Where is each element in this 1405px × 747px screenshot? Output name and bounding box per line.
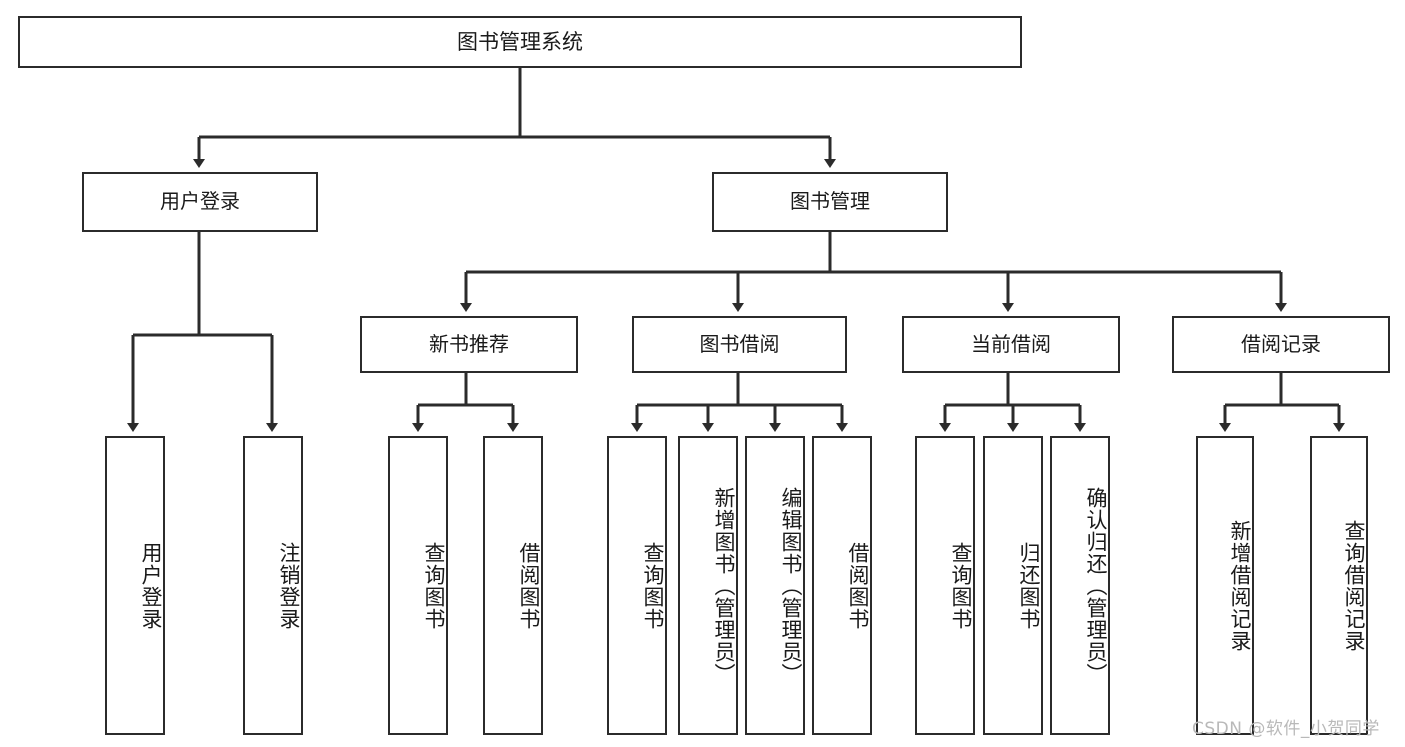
node-label: 注销登录	[277, 541, 301, 630]
leaf-node: 注销登录	[243, 436, 303, 735]
node-label: 用户登录	[160, 189, 240, 214]
node-label: 借阅记录	[1241, 331, 1321, 356]
leaf-node: 查询图书	[607, 436, 667, 735]
node-label: 编辑图书（管理员）	[779, 486, 803, 685]
leaf-node: 用户登录	[105, 436, 165, 735]
branch-node: 用户登录	[82, 172, 318, 232]
leaf-node: 查询图书	[388, 436, 448, 735]
leaf-node: 新增借阅记录	[1196, 436, 1254, 735]
csdn-watermark: CSDN @软件_小贺同学	[1192, 719, 1380, 739]
branch-node: 新书推荐	[360, 316, 578, 373]
node-label: 查询图书	[641, 541, 665, 630]
node-label: 图书借阅	[699, 331, 780, 356]
node-label: 新书推荐	[429, 331, 509, 356]
node-label: 图书管理系统	[457, 29, 583, 54]
leaf-node: 查询图书	[915, 436, 975, 735]
node-label: 借阅图书	[517, 541, 541, 630]
leaf-node: 确认归还（管理员）	[1050, 436, 1110, 735]
leaf-node: 查询借阅记录	[1310, 436, 1368, 735]
leaf-node: 编辑图书（管理员）	[745, 436, 805, 735]
branch-node: 当前借阅	[902, 316, 1120, 373]
node-label: 新增图书（管理员）	[712, 486, 736, 685]
node-label: 查询图书	[422, 541, 446, 630]
node-label: 归还图书	[1017, 541, 1041, 630]
node-label: 查询借阅记录	[1342, 519, 1366, 652]
branch-node: 图书管理	[712, 172, 948, 232]
root-node-图书管理系统: 图书管理系统	[18, 16, 1022, 68]
node-label: 确认归还（管理员）	[1084, 486, 1108, 685]
branch-node: 借阅记录	[1172, 316, 1390, 373]
leaf-node: 借阅图书	[483, 436, 543, 735]
leaf-node: 借阅图书	[812, 436, 872, 735]
branch-node: 图书借阅	[632, 316, 847, 373]
node-label: 用户登录	[139, 541, 163, 630]
leaf-node: 新增图书（管理员）	[678, 436, 738, 735]
leaf-node: 归还图书	[983, 436, 1043, 735]
node-label: 借阅图书	[846, 541, 870, 630]
node-label: 图书管理	[790, 189, 870, 214]
node-label: 查询图书	[949, 541, 973, 630]
node-label: 新增借阅记录	[1228, 519, 1252, 652]
node-label: 当前借阅	[971, 331, 1051, 356]
